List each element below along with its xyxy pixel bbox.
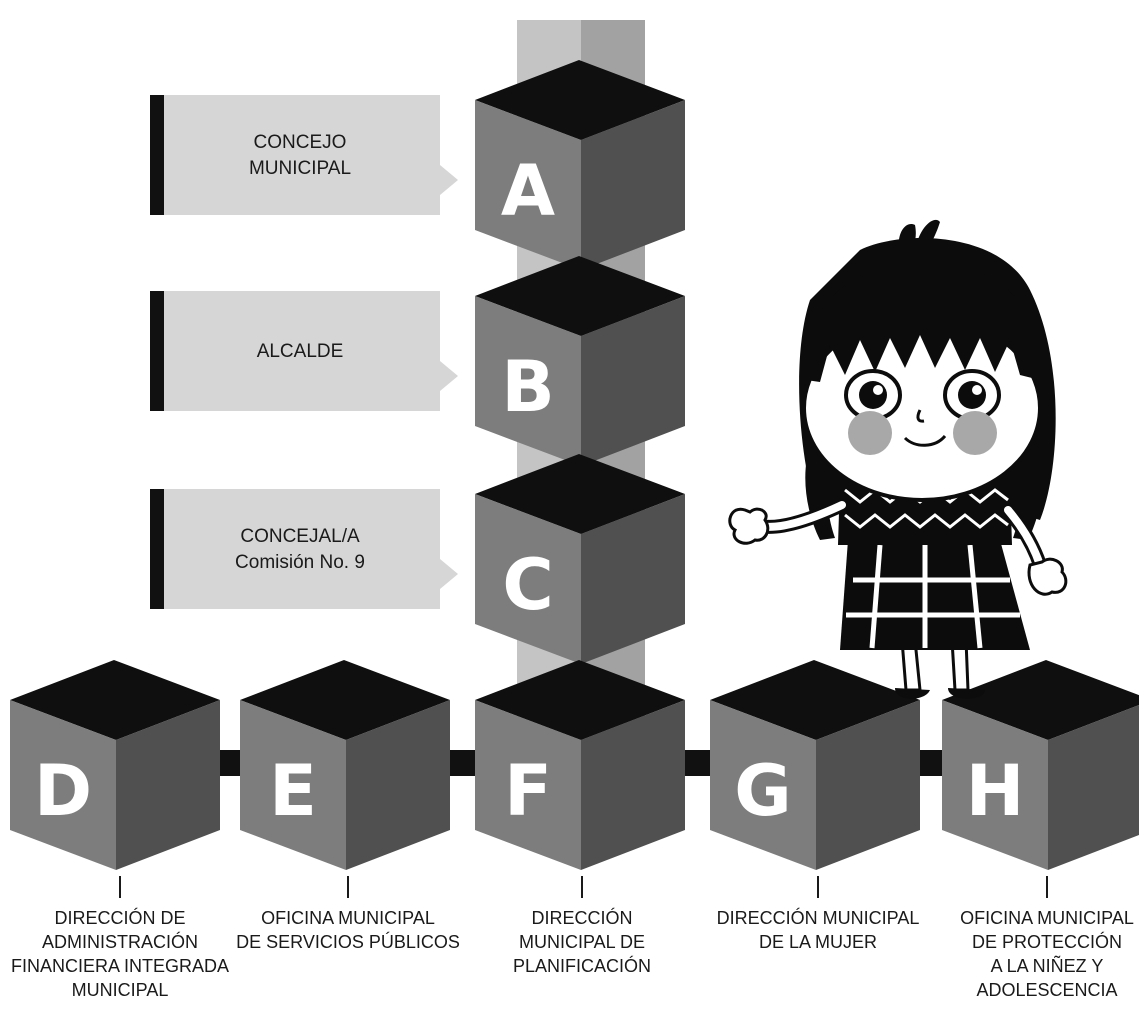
hierarchy-label-text: Comisión No. 9 — [235, 552, 365, 573]
box-letter: E — [269, 750, 317, 832]
box-letter: F — [504, 750, 552, 832]
box-letter: B — [501, 346, 554, 428]
office-label-line: OFICINA MUNICIPAL — [261, 908, 435, 928]
office-label-line: ADMINISTRACIÓN — [41, 932, 198, 952]
box-f: F — [475, 660, 685, 870]
office-tick — [1046, 876, 1048, 898]
hierarchy-label-text: CONCEJO — [254, 132, 347, 153]
office-label-line: DIRECCIÓN — [531, 908, 633, 928]
office-label-line: ADOLESCENCIA — [976, 980, 1118, 1000]
hierarchy-label-text: ALCALDE — [257, 341, 344, 362]
box-letter: G — [734, 750, 791, 832]
box-letter: C — [502, 544, 553, 626]
girl-cheek-left — [848, 411, 892, 455]
office-label-f: DIRECCIÓN MUNICIPAL DE PLANIFICACIÓN — [467, 906, 697, 978]
office-label-line: MUNICIPAL DE — [518, 932, 646, 952]
box-e: E — [240, 660, 450, 870]
office-label-line: OFICINA MUNICIPAL — [960, 908, 1134, 928]
office-label-line: DIRECCIÓN DE — [54, 908, 186, 928]
girl-cheek-right — [953, 411, 997, 455]
office-label-line: DIRECCIÓN MUNICIPAL — [716, 908, 920, 928]
office-label-d: DIRECCIÓN DE ADMINISTRACIÓN FINANCIERA INT… — [5, 906, 235, 1002]
hierarchy-label-c: CONCEJAL/A Comisión No. 9 — [150, 489, 458, 609]
office-label-line: DE SERVICIOS PÚBLICOS — [236, 932, 460, 952]
hierarchy-label-text: CONCEJAL/A — [240, 526, 360, 547]
office-label-line: DE LA MUJER — [758, 932, 878, 952]
office-label-line: A LA NIÑEZ Y — [990, 956, 1104, 976]
office-label-g: DIRECCIÓN MUNICIPAL DE LA MUJER — [703, 906, 933, 954]
box-d: D — [10, 660, 220, 870]
office-tick — [817, 876, 819, 898]
girl-illustration — [728, 219, 1068, 699]
hierarchy-label-a: CONCEJO MUNICIPAL — [150, 95, 458, 215]
box-letter: H — [966, 750, 1025, 832]
office-tick — [581, 876, 583, 898]
office-tick — [119, 876, 121, 898]
office-label-line: PLANIFICACIÓN — [512, 956, 652, 976]
box-h: H — [942, 660, 1139, 870]
office-tick — [347, 876, 349, 898]
office-label-line: FINANCIERA INTEGRADA — [10, 956, 230, 976]
office-label-h: OFICINA MUNICIPAL DE PROTECCIÓN A LA NIÑEZ… — [932, 906, 1139, 1002]
box-g: G — [710, 660, 920, 870]
office-label-line: DE PROTECCIÓN — [971, 932, 1122, 952]
hierarchy-label-b: ALCALDE — [150, 291, 458, 411]
office-label-e: OFICINA MUNICIPAL DE SERVICIOS PÚBLICOS — [233, 906, 463, 954]
hierarchy-label-text: MUNICIPAL — [249, 158, 351, 179]
box-b: B — [475, 256, 685, 466]
office-label-line: MUNICIPAL — [71, 980, 169, 1000]
box-c: C — [475, 454, 685, 664]
box-a: A — [475, 60, 685, 270]
box-letter: D — [34, 750, 92, 832]
box-letter: A — [501, 150, 555, 232]
